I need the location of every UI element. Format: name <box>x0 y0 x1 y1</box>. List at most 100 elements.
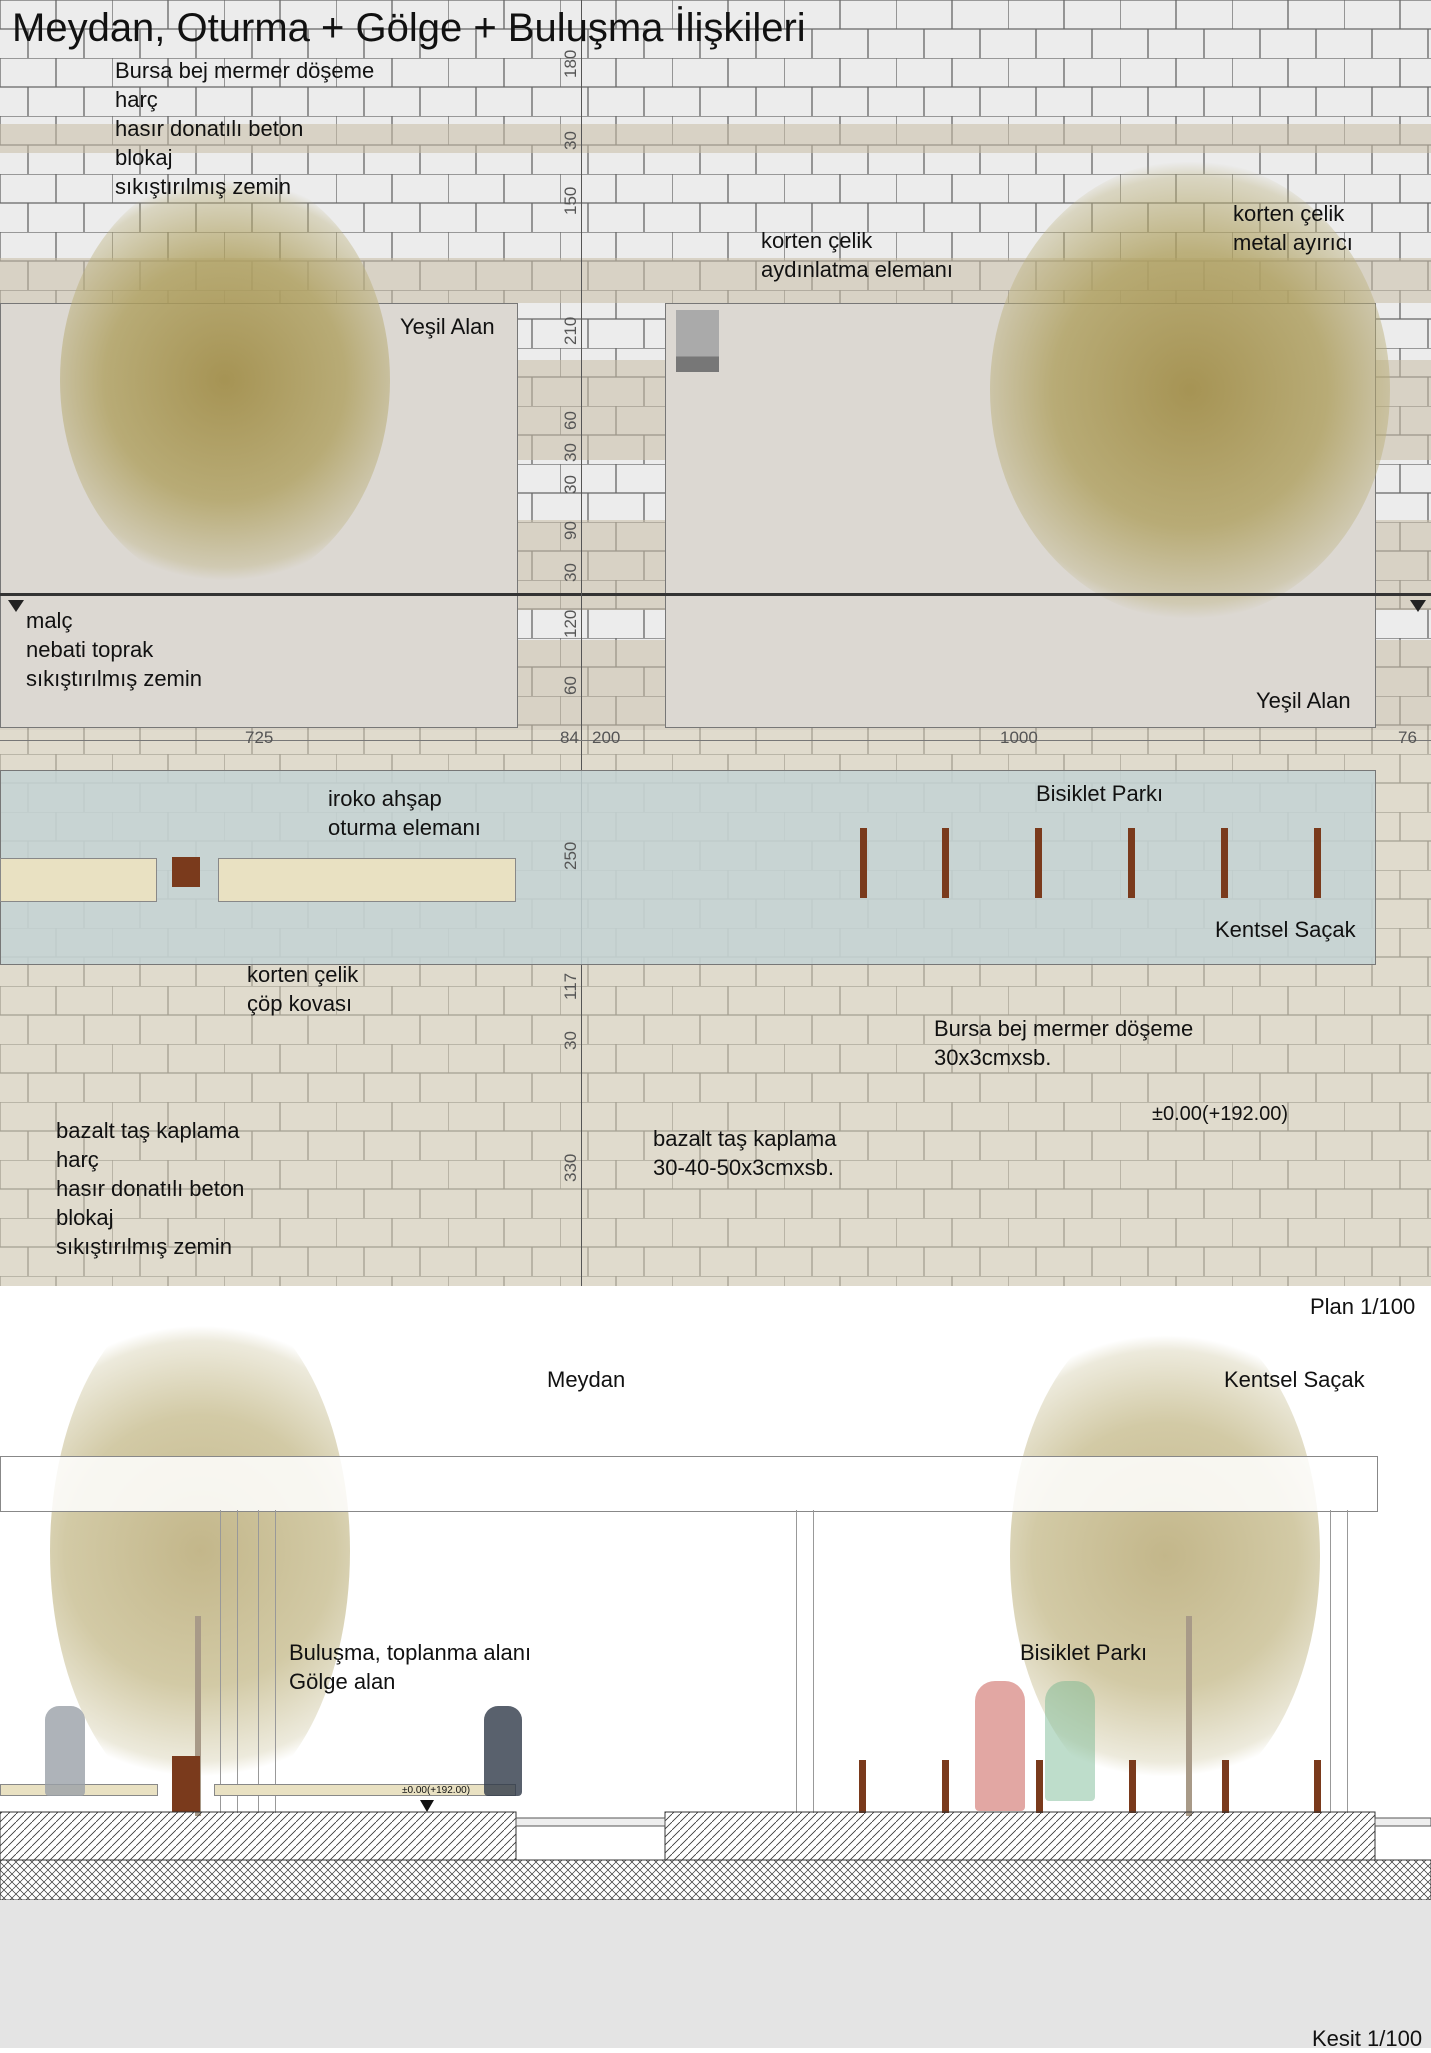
dim-label: 210 <box>561 316 580 345</box>
lighting-element <box>676 310 719 372</box>
seated-person <box>45 1706 85 1796</box>
bike-rack-post <box>1036 1760 1043 1813</box>
bin-label: korten çelik <box>247 962 359 987</box>
green-layer: nebati toprak <box>26 637 154 662</box>
section-elevation-label: ±0.00(+192.00) <box>402 1785 471 1796</box>
tree-right <box>990 160 1390 620</box>
bike-rack-post <box>1314 828 1321 898</box>
marble-label: Bursa bej mermer döşeme <box>934 1016 1194 1041</box>
tree-left <box>60 170 390 590</box>
dimension-line <box>581 0 582 1286</box>
bike-rack-post <box>1222 1760 1229 1813</box>
divider-label: metal ayırıcı <box>1233 230 1353 255</box>
section-line <box>0 593 1431 596</box>
bike-rack-post <box>1314 1760 1321 1813</box>
bottom-layer: blokaj <box>56 1205 114 1230</box>
section-tree-right <box>1010 1306 1320 1806</box>
dim-label: 725 <box>245 728 274 747</box>
column <box>258 1510 276 1813</box>
urban-edge-label: Kentsel Saçak <box>1215 917 1356 942</box>
note-line: blokaj <box>115 145 173 170</box>
green-right-label: Yeşil Alan <box>1256 688 1351 713</box>
urban-edge-band <box>0 770 1376 965</box>
seating-label: oturma elemanı <box>328 815 481 840</box>
bottom-layer: bazalt taş kaplama <box>56 1118 240 1143</box>
plan-drawing: Meydan, Oturma + Gölge + Buluşma İlişkil… <box>0 0 1431 1286</box>
trash-bin <box>172 1756 200 1812</box>
basalt-label: bazalt taş kaplama <box>653 1126 837 1151</box>
meeting-label: Buluşma, toplanma alanı <box>289 1640 532 1665</box>
section-scale-label: Kesit 1/100 <box>1312 2026 1423 2051</box>
lighting-label: aydınlatma elemanı <box>761 257 953 282</box>
bike-rack-post <box>1035 828 1042 898</box>
dim-label: 1000 <box>1000 728 1038 747</box>
urban-edge-label: Kentsel Saçak <box>1224 1367 1365 1392</box>
note-line: sıkıştırılmış zemin <box>115 174 292 199</box>
bike-rack-post <box>942 1760 949 1813</box>
ground-layers <box>0 1811 1431 2048</box>
bike-rack-post <box>1221 828 1228 898</box>
dim-label: 330 <box>561 1153 580 1182</box>
column <box>796 1510 814 1813</box>
seated-person <box>484 1706 522 1796</box>
seating-label: iroko ahşap <box>328 786 442 811</box>
basalt-label: 30-40-50x3cmxsb. <box>653 1155 834 1180</box>
bike-rack-post <box>859 1760 866 1813</box>
section-marker-icon <box>1410 600 1426 612</box>
dim-label: 200 <box>592 728 621 747</box>
beige-band <box>0 124 1431 153</box>
dim-label: 120 <box>561 609 580 638</box>
divider-label: korten çelik <box>1233 201 1345 226</box>
dim-label: 30 <box>561 443 580 462</box>
cyclist <box>975 1681 1025 1811</box>
tree-trunk <box>1186 1616 1192 1816</box>
bottom-layer: harç <box>56 1147 99 1172</box>
cyclist <box>1045 1681 1095 1801</box>
dim-label: 30 <box>561 1031 580 1050</box>
dim-label: 180 <box>561 49 580 78</box>
bike-park-label: Bisiklet Parkı <box>1036 781 1164 806</box>
bottom-layer: sıkıştırılmış zemin <box>56 1234 233 1259</box>
bench <box>218 858 516 902</box>
green-layer: sıkıştırılmış zemin <box>26 666 203 691</box>
dim-label: 117 <box>561 972 580 1000</box>
dim-label: 150 <box>561 186 580 215</box>
plaza-label: Meydan <box>547 1367 626 1392</box>
note-line: harç <box>115 87 158 112</box>
lighting-label: korten çelik <box>761 228 873 253</box>
dimension-line <box>0 740 1431 741</box>
canopy-roof <box>0 1456 1378 1512</box>
marble-label: 30x3cmxsb. <box>934 1045 1052 1070</box>
bottom-layer: hasır donatılı beton <box>56 1176 245 1201</box>
dim-label: 76 <box>1398 728 1417 747</box>
dim-label: 60 <box>561 411 580 430</box>
elevation-label: ±0.00(+192.00) <box>1152 1103 1289 1125</box>
dim-label: 84 <box>560 728 579 747</box>
bike-rack-post <box>1129 1760 1136 1813</box>
bike-park-label: Bisiklet Parkı <box>1020 1640 1148 1665</box>
section-drawing: Plan 1/100 Meydan Kentsel Saçak Buluşma,… <box>0 1286 1431 2051</box>
column <box>220 1510 238 1813</box>
page-title: Meydan, Oturma + Gölge + Buluşma İlişkil… <box>12 6 806 50</box>
dim-label: 60 <box>561 676 580 695</box>
plan-scale-label: Plan 1/100 <box>1310 1294 1416 1319</box>
green-left-label: Yeşil Alan <box>400 314 495 339</box>
bin-label: çöp kovası <box>247 991 353 1016</box>
trash-bin <box>172 857 200 887</box>
bike-rack-post <box>1128 828 1135 898</box>
column <box>1330 1510 1348 1813</box>
section-marker-icon <box>8 600 24 612</box>
bench <box>0 858 157 902</box>
green-layer: malç <box>26 608 73 633</box>
dim-label: 30 <box>561 475 580 494</box>
dim-label: 90 <box>561 521 580 540</box>
bench <box>214 1784 516 1796</box>
bike-rack-post <box>860 828 867 898</box>
meeting-label: Gölge alan <box>289 1669 396 1694</box>
bike-rack-post <box>942 828 949 898</box>
note-line: hasır donatılı beton <box>115 116 304 141</box>
tree-trunk <box>195 1616 201 1816</box>
dim-label: 30 <box>561 131 580 150</box>
note-line: Bursa bej mermer döşeme <box>115 58 375 83</box>
dim-label: 30 <box>561 563 580 582</box>
